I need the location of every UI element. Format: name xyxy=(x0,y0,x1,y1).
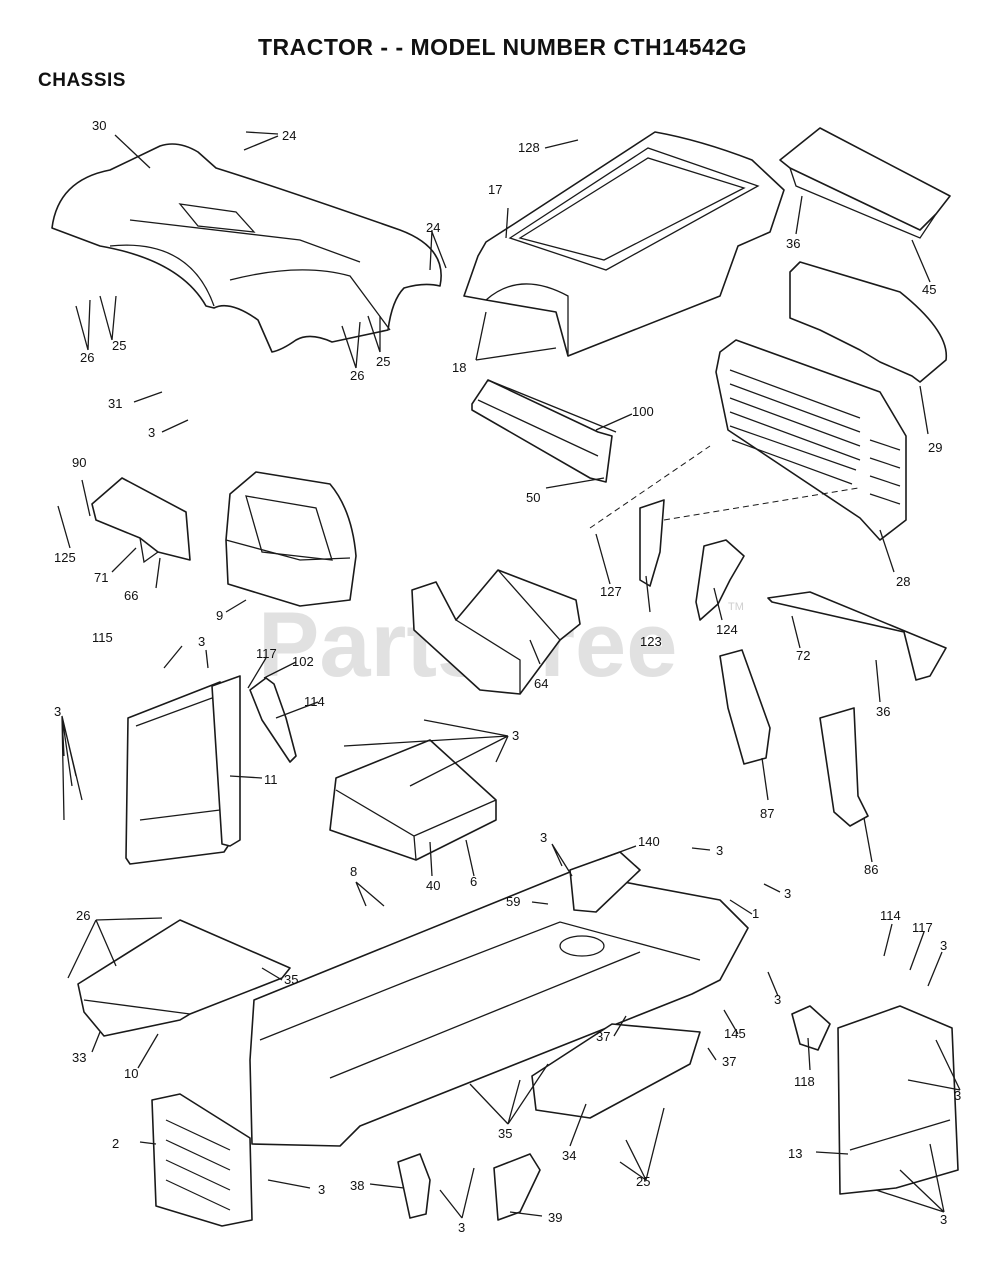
callout-25: 25 xyxy=(636,1174,650,1189)
callout-72: 72 xyxy=(796,648,810,663)
callout-29: 29 xyxy=(928,440,942,455)
callout-labels: 30 24 24 26 25 26 25 31 3 128 17 36 45 1… xyxy=(54,118,961,1235)
callout-100: 100 xyxy=(632,404,654,419)
part-87-86 xyxy=(719,649,869,827)
callout-125: 125 xyxy=(54,550,76,565)
part-102-114 xyxy=(249,677,297,763)
part-main-frame xyxy=(249,871,749,1147)
part-64 xyxy=(411,569,581,695)
part-2-bumper xyxy=(151,1093,253,1227)
page-title: TRACTOR - - MODEL NUMBER CTH14542G xyxy=(258,34,747,60)
callout-1: 1 xyxy=(752,906,759,921)
part-6-plate xyxy=(329,739,497,861)
callout-35: 35 xyxy=(284,972,298,987)
callout-3: 3 xyxy=(198,634,205,649)
callout-3: 3 xyxy=(784,886,791,901)
callout-3: 3 xyxy=(512,728,519,743)
callout-10: 10 xyxy=(124,1066,138,1081)
callout-86: 86 xyxy=(864,862,878,877)
callout-8: 8 xyxy=(350,864,357,879)
callout-2: 2 xyxy=(112,1136,119,1151)
callout-66: 66 xyxy=(124,588,138,603)
callout-3: 3 xyxy=(540,830,547,845)
callout-25: 25 xyxy=(376,354,390,369)
callout-39: 39 xyxy=(548,1210,562,1225)
part-38-39 xyxy=(397,1153,541,1221)
callout-17: 17 xyxy=(488,182,502,197)
callout-128: 128 xyxy=(518,140,540,155)
callout-64: 64 xyxy=(534,676,548,691)
callout-34: 34 xyxy=(562,1148,576,1163)
part-dashboard xyxy=(225,471,357,607)
callout-3: 3 xyxy=(716,843,723,858)
callout-37: 37 xyxy=(722,1054,736,1069)
callout-87: 87 xyxy=(760,806,774,821)
callout-117: 117 xyxy=(912,920,933,935)
callout-114: 114 xyxy=(304,694,325,709)
callout-28: 28 xyxy=(896,574,910,589)
callout-9: 9 xyxy=(216,608,223,623)
callout-3: 3 xyxy=(458,1220,465,1235)
callout-102: 102 xyxy=(292,654,314,669)
section-heading: CHASSIS xyxy=(38,70,126,91)
callout-31: 31 xyxy=(108,396,122,411)
callout-26: 26 xyxy=(80,350,94,365)
part-11-frame xyxy=(125,675,241,865)
callout-71: 71 xyxy=(94,570,108,585)
callout-90: 90 xyxy=(72,455,86,470)
callout-33: 33 xyxy=(72,1050,86,1065)
part-100-50 xyxy=(471,379,617,483)
callout-6: 6 xyxy=(470,874,477,889)
callout-38: 38 xyxy=(350,1178,364,1193)
callout-35: 35 xyxy=(498,1126,512,1141)
callout-114: 114 xyxy=(880,908,901,923)
callout-127: 127 xyxy=(600,584,622,599)
callout-59: 59 xyxy=(506,894,520,909)
callout-26: 26 xyxy=(350,368,364,383)
callout-3: 3 xyxy=(54,704,61,719)
callout-24: 24 xyxy=(282,128,296,143)
callout-36: 36 xyxy=(786,236,800,251)
part-45 xyxy=(779,127,951,239)
callout-115: 115 xyxy=(92,630,113,645)
callout-13: 13 xyxy=(788,1146,802,1161)
part-34-plate xyxy=(531,1023,701,1119)
callout-3: 3 xyxy=(318,1182,325,1197)
part-fender xyxy=(51,143,442,353)
part-72 xyxy=(767,591,947,681)
callout-3: 3 xyxy=(940,1212,947,1227)
callout-117: 117 xyxy=(256,646,277,661)
part-33-plate xyxy=(77,919,291,1037)
callout-118: 118 xyxy=(794,1074,815,1089)
part-29-28 xyxy=(715,261,948,541)
part-71-66 xyxy=(91,477,191,564)
watermark-tm: TM xyxy=(728,601,744,613)
callout-40: 40 xyxy=(426,878,440,893)
callout-124: 124 xyxy=(716,622,738,637)
callout-30: 30 xyxy=(92,118,106,133)
callout-37: 37 xyxy=(596,1029,610,1044)
callout-26: 26 xyxy=(76,908,90,923)
leader-lines xyxy=(57,131,961,1219)
callout-140: 140 xyxy=(638,834,660,849)
callout-145: 145 xyxy=(724,1026,746,1041)
callout-3: 3 xyxy=(774,992,781,1007)
part-hood xyxy=(463,131,785,357)
callout-24: 24 xyxy=(426,220,440,235)
callout-3: 3 xyxy=(940,938,947,953)
callout-50: 50 xyxy=(526,490,540,505)
part-123-124 xyxy=(589,445,859,621)
callout-11: 11 xyxy=(264,772,278,787)
callout-36: 36 xyxy=(876,704,890,719)
callout-123: 123 xyxy=(640,634,662,649)
callout-3: 3 xyxy=(954,1088,961,1103)
callout-45: 45 xyxy=(922,282,936,297)
callout-18: 18 xyxy=(452,360,466,375)
callout-25: 25 xyxy=(112,338,126,353)
part-13-118 xyxy=(791,1005,959,1195)
callout-3: 3 xyxy=(148,425,155,440)
